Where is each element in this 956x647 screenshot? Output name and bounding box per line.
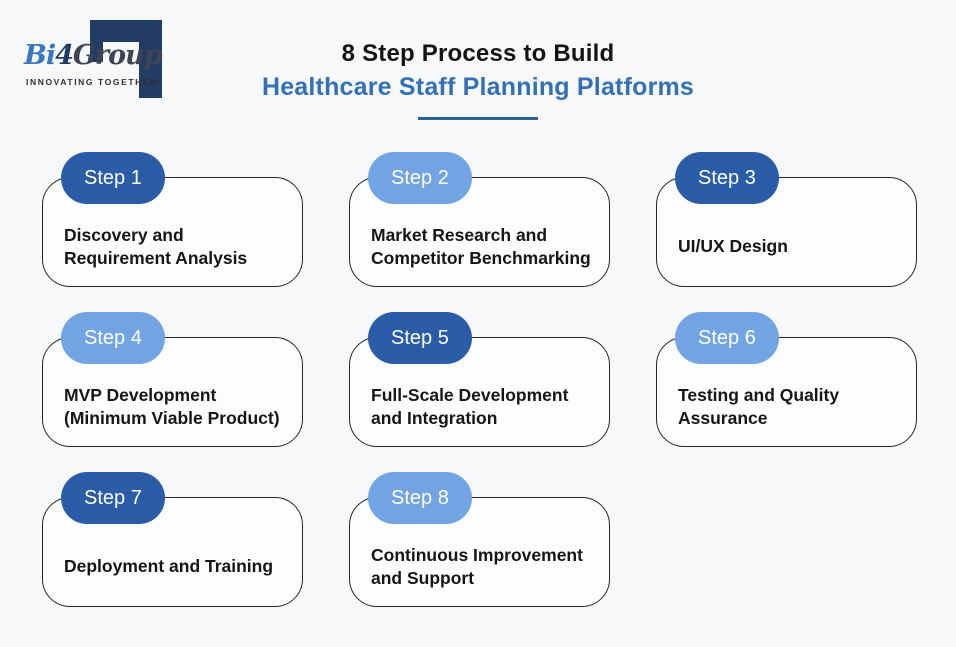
- step-pill: Step 4: [61, 312, 165, 364]
- step-text: Deployment and Training: [64, 556, 274, 577]
- step-pill: Step 1: [61, 152, 165, 204]
- step-card: Step 4 MVP Development(Minimum Viable Pr…: [42, 312, 303, 447]
- step-pill: Step 5: [368, 312, 472, 364]
- logo-wordmark-suffix: Group: [72, 40, 163, 71]
- title-underline: [418, 117, 538, 120]
- logo-mark-left-stub: [90, 20, 103, 62]
- step-text: UI/UX Design: [678, 236, 788, 257]
- logo-wordmark-glyph: 4: [55, 40, 74, 71]
- step-text: MVP Development(Minimum Viable Product): [64, 384, 280, 428]
- logo-mark-icon: [90, 20, 162, 98]
- step-pill: Step 3: [675, 152, 779, 204]
- step-pill: Step 2: [368, 152, 472, 204]
- step-card: Step 3 UI/UX Design: [656, 152, 917, 287]
- step-pill: Step 7: [61, 472, 165, 524]
- title-block: 8 Step Process to Build Healthcare Staff…: [0, 40, 956, 120]
- step-pill: Step 6: [675, 312, 779, 364]
- logo-tagline: INNOVATING TOGETHER: [26, 77, 158, 87]
- brand-logo: Bi4Group INNOVATING TOGETHER: [24, 14, 184, 100]
- step-card: Step 7 Deployment and Training: [42, 472, 303, 607]
- logo-wordmark: Bi4Group: [24, 40, 163, 71]
- logo-mark-right-bar: [139, 20, 162, 98]
- page-title-line1: 8 Step Process to Build: [341, 40, 615, 67]
- page-title-line2: Healthcare Staff Planning Platforms: [261, 73, 695, 101]
- logo-wordmark-prefix: Bi: [24, 40, 56, 71]
- step-pill: Step 8: [368, 472, 472, 524]
